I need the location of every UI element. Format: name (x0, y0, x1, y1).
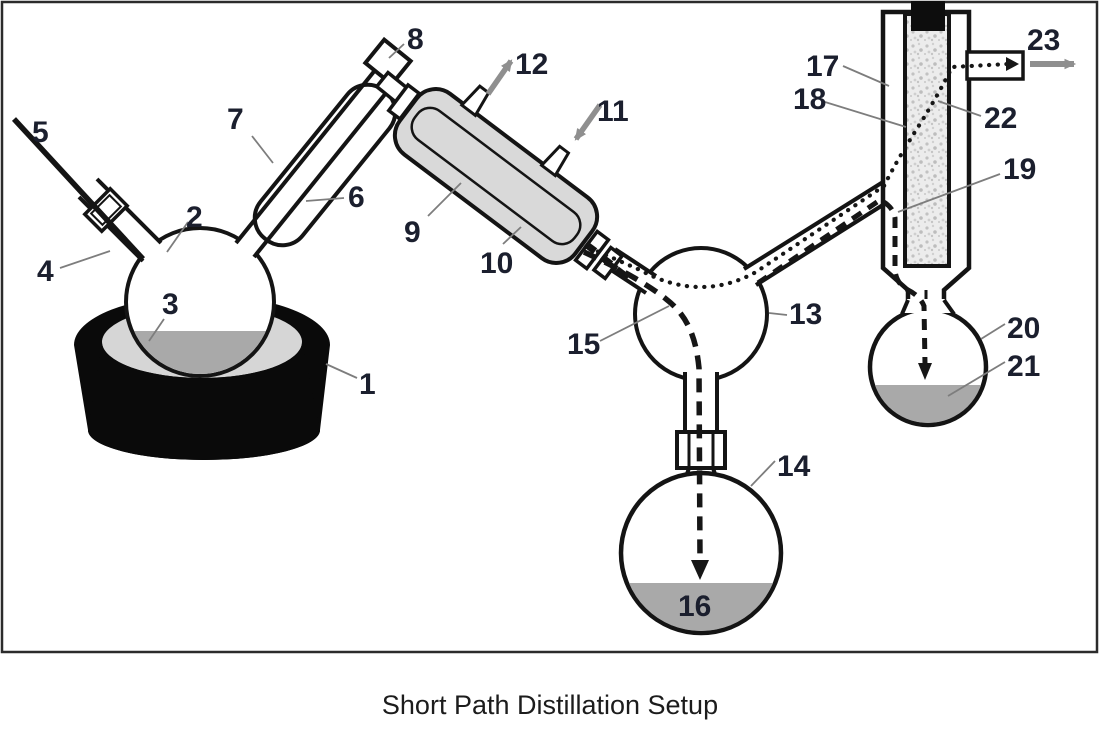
label-21: 21 (1007, 350, 1040, 383)
label-13: 13 (789, 298, 822, 331)
leader-19 (897, 173, 1001, 213)
condenser (392, 84, 600, 265)
leader-17 (842, 65, 890, 87)
label-20: 20 (1007, 312, 1040, 345)
label-22: 22 (984, 102, 1017, 135)
label-17: 17 (806, 50, 839, 83)
label-11: 11 (597, 95, 629, 128)
label-6: 6 (348, 181, 365, 214)
leader-10 (502, 226, 522, 245)
label-7: 7 (227, 103, 244, 136)
vapor-path-arrowhead (1006, 57, 1019, 71)
condensate-path-dashed (582, 249, 703, 561)
label-14: 14 (777, 450, 811, 483)
diagram-title: Short Path Distillation Setup (382, 690, 718, 720)
inner-vapor-tube-wall (252, 81, 396, 259)
label-8: 8 (407, 23, 424, 56)
label-10: 10 (480, 247, 513, 280)
label-5: 5 (32, 116, 49, 149)
leader-8 (388, 43, 405, 59)
vapor-path-dotted (587, 61, 1011, 290)
leader-4 (59, 250, 111, 269)
condenser-inner-tube (410, 106, 582, 246)
leader-13 (768, 312, 788, 316)
label-3: 3 (162, 288, 179, 321)
leader-2 (166, 221, 189, 253)
label-15: 15 (567, 328, 600, 361)
label-1: 1 (359, 368, 376, 401)
label-16: 16 (678, 590, 711, 623)
condensate-arrowhead (691, 560, 709, 580)
label-9: 9 (404, 216, 421, 249)
inner-vapor-tube-wall (234, 67, 378, 245)
label-23: 23 (1027, 24, 1060, 57)
coolant-inlet-port (539, 144, 571, 178)
leader-1 (325, 363, 358, 379)
leader-20 (980, 323, 1006, 340)
leader-15 (599, 305, 670, 342)
leader-14 (750, 460, 776, 487)
column-stopper (911, 1, 945, 31)
column-packing (903, 12, 951, 268)
thermometer (11, 117, 146, 261)
leader-7 (251, 135, 274, 164)
leader-21 (947, 361, 1006, 397)
coolant-out-arrow (485, 59, 514, 96)
label-18: 18 (793, 83, 826, 116)
leader-18 (824, 101, 907, 128)
leader-22 (937, 100, 982, 117)
label-19: 19 (1003, 153, 1036, 186)
leader-3 (148, 318, 165, 342)
leader-6 (305, 197, 345, 202)
column-drain-arrowhead (918, 363, 932, 380)
leader-9 (427, 182, 462, 217)
label-12: 12 (515, 48, 548, 81)
side-neck-joint (82, 186, 130, 234)
label-2: 2 (186, 201, 203, 234)
coolant-in-arrow (573, 103, 603, 141)
label-4: 4 (37, 255, 54, 288)
mantle-front-wall (88, 342, 320, 460)
takeoff-tube-wall (742, 180, 885, 271)
column-drain-path-dashed (756, 197, 928, 365)
